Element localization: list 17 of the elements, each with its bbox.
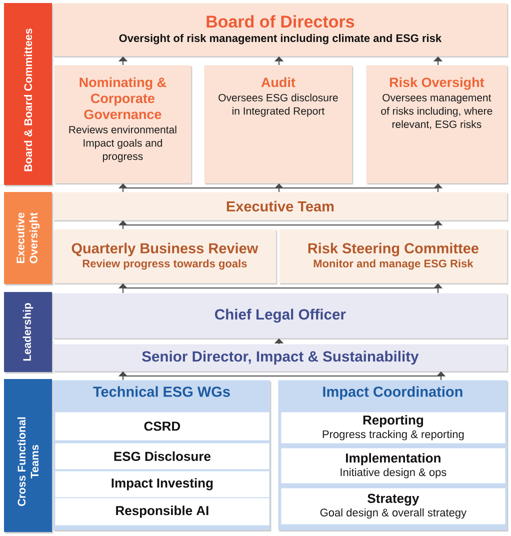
- forum-box: Risk Steering Committee Monitor and manage ESG Risk: [279, 229, 508, 284]
- committee-box: Risk Oversight Oversees management of risks including, where relevant, ESG risks: [366, 65, 508, 184]
- section-band: Executive Oversight: [4, 192, 54, 286]
- committee-box: Nominating & Corporate Governance Reviews environmental Impact goals and progress: [54, 65, 192, 184]
- item-box: Impact Investing: [55, 471, 270, 498]
- item-box: Responsible AI: [55, 498, 270, 526]
- section-band: Board & Board Committees: [4, 3, 54, 186]
- item-box: Strategy Goal design & overall strategy: [281, 488, 506, 524]
- section-band: Leadership: [4, 292, 54, 374]
- item-box: Reporting Progress tracking & reporting: [281, 412, 506, 444]
- committee-box: Audit Oversees ESG disclosure in Integrated Report: [204, 65, 354, 184]
- section-band: Cross Functional Teams: [4, 379, 54, 534]
- node-label: Responsible AI: [116, 506, 208, 518]
- item-box: ESG Disclosure: [55, 443, 270, 470]
- node-label: Impact Investing: [112, 478, 213, 490]
- item-box: CSRD: [55, 412, 270, 440]
- item-box: Implementation Initiative design & ops: [281, 448, 506, 484]
